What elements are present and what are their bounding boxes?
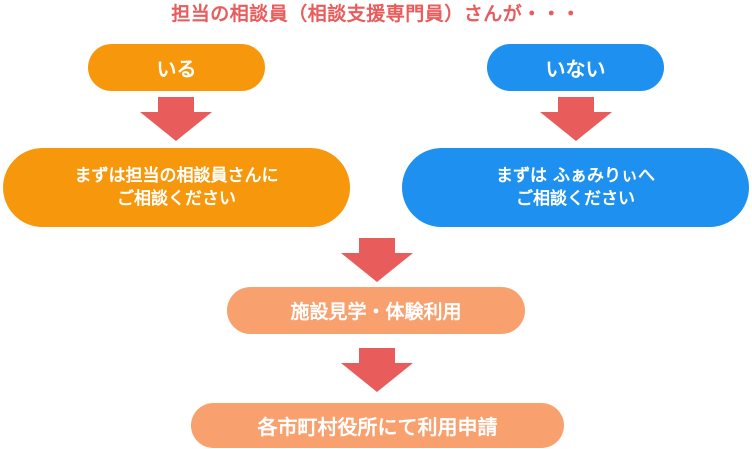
step-apply: 各市町村役所にて利用申請: [191, 403, 564, 448]
branch-yes-label: いる: [88, 44, 265, 91]
flow-title: 担当の相談員（相談支援専門員）さんが・・・: [171, 3, 581, 25]
down-arrow-icon: [341, 238, 413, 282]
down-arrow-icon: [540, 97, 612, 141]
branch-no-instruction: まずは ふぁみりぃへ ご相談ください: [402, 148, 749, 227]
branch-no-instruction-line2: ご相談ください: [516, 188, 635, 209]
down-arrow-icon: [140, 97, 212, 141]
branch-no-label: いない: [487, 44, 664, 91]
step-trial: 施設見学・体験利用: [227, 287, 525, 334]
down-arrow-icon: [341, 348, 413, 392]
branch-yes-instruction-line1: まずは担当の相談員さんに: [74, 165, 279, 186]
branch-no-instruction-line1: まずは ふぁみりぃへ: [496, 165, 655, 186]
branch-yes-instruction: まずは担当の相談員さんに ご相談ください: [3, 148, 350, 227]
branch-yes-instruction-line2: ご相談ください: [117, 188, 236, 209]
